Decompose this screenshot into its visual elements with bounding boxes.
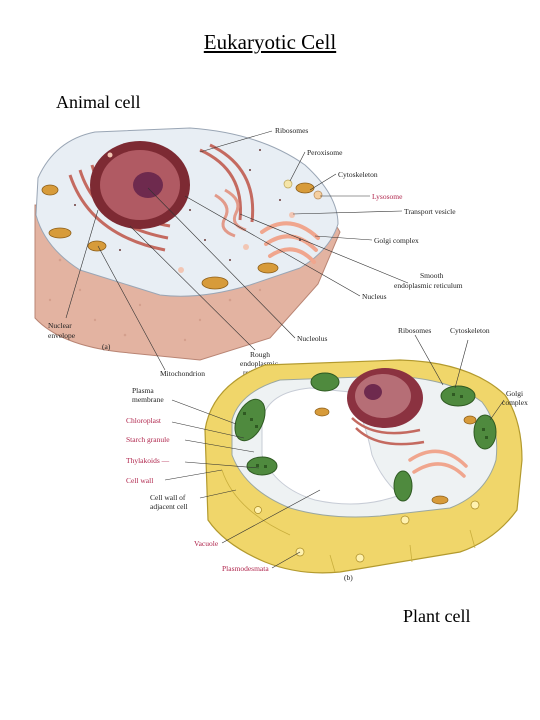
label-ribosomes-animal: Ribosomes: [275, 126, 308, 135]
label-cytoskeleton-plant: Cytoskeleton: [450, 326, 490, 335]
label-cell-wall-adjacent-line1: Cell wall of: [150, 493, 186, 502]
label-plasma-membrane-line1: Plasma: [132, 386, 154, 395]
plant-mitochondria: [314, 407, 477, 505]
plant-leader-lines: [164, 334, 505, 569]
label-nucleus: Nucleus: [362, 292, 387, 301]
label-starch-granule: Starch granule: [126, 435, 170, 444]
plant-nucleolus: [364, 384, 382, 400]
label-thylakoids: Thylakoids —: [126, 456, 170, 465]
label-lysosome: Lysosome: [372, 192, 403, 201]
label-rough-er-line2: endoplasmic: [240, 359, 279, 368]
label-vacuole: Vacuole: [194, 539, 219, 548]
label-peroxisome: Peroxisome: [307, 148, 343, 157]
label-smooth-er-line1: Smooth: [420, 271, 444, 280]
label-plasmodesmata: Plasmodesmata: [222, 564, 269, 573]
label-smooth-er-line2: endoplasmic reticulum: [394, 281, 463, 290]
label-golgi-line2-plant: complex: [502, 398, 528, 407]
animal-golgi: [260, 221, 320, 264]
label-chloroplast: Chloroplast: [126, 416, 162, 425]
plant-nucleus: [355, 374, 411, 418]
panel-tag-a: (a): [102, 342, 111, 351]
label-transport-vesicle: Transport vesicle: [404, 207, 456, 216]
plant-golgi: [408, 449, 468, 478]
animal-ribosomes: [74, 149, 301, 261]
plant-thylakoids: [243, 393, 488, 468]
label-cell-wall-adjacent-line2: adjacent cell: [150, 502, 188, 511]
animal-cell-caption: Animal cell: [56, 92, 141, 112]
plant-vacuole: [261, 387, 401, 505]
label-nucleolus: Nucleolus: [297, 334, 327, 343]
plant-labels: Ribosomes Cytoskeleton Golgi complex Pla…: [126, 326, 528, 582]
label-cytoskeleton-animal: Cytoskeleton: [338, 170, 378, 179]
label-golgi-complex-animal: Golgi complex: [374, 236, 419, 245]
animal-nucleolus: [133, 172, 163, 198]
label-mitochondrion: Mitochondrion: [160, 369, 205, 378]
label-plasma-membrane-line2: membrane: [132, 395, 164, 404]
label-golgi-line1-plant: Golgi: [506, 389, 523, 398]
plant-cell-illustration: [204, 359, 523, 574]
plant-wall-texture: [221, 469, 476, 573]
animal-organelles: [107, 152, 323, 273]
label-nuclear-envelope-line2: envelope: [48, 331, 76, 340]
animal-mitochondria: [41, 182, 315, 290]
panel-tag-b: (b): [344, 573, 353, 582]
label-rough-er-line1: Rough: [250, 350, 270, 359]
animal-cell-illustration: [34, 127, 341, 361]
plant-plasmodesmata: [254, 500, 480, 563]
label-nuclear-envelope-line1: Nuclear: [48, 321, 72, 330]
animal-labels: Ribosomes Peroxisome Cytoskeleton Lysoso…: [48, 126, 463, 378]
animal-leader-lines: [65, 130, 409, 371]
page-title: Eukaryotic Cell: [203, 30, 337, 54]
label-ribosomes-plant: Ribosomes: [398, 326, 431, 335]
plant-cell-caption: Plant cell: [403, 606, 471, 626]
label-cell-wall: Cell wall: [126, 476, 153, 485]
plant-rough-er: [351, 417, 425, 446]
